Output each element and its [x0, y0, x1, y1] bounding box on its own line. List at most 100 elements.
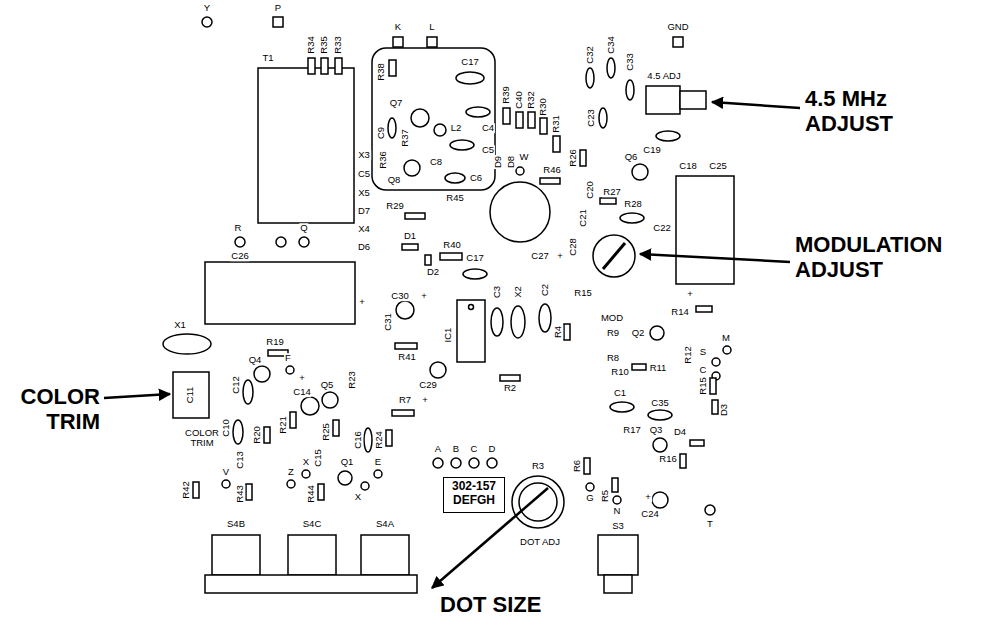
resistor-symbol	[389, 60, 396, 76]
transistor-symbol	[322, 392, 338, 408]
switch-body	[361, 535, 409, 575]
transistor-symbol	[650, 326, 664, 340]
part-label: C3	[492, 285, 502, 299]
resistor-symbol	[386, 430, 392, 446]
part-label: R36	[378, 150, 388, 169]
part-label: D8	[506, 155, 516, 169]
part-label: C4	[481, 123, 495, 133]
part-label: S4C	[302, 519, 322, 529]
test-pad	[586, 483, 594, 491]
part-label: Q	[299, 223, 308, 233]
resistor-symbol	[612, 478, 618, 492]
part-label: R5	[600, 489, 610, 503]
part-label: R27	[602, 187, 621, 197]
part-label: C19	[642, 145, 661, 155]
resistor-symbol	[710, 378, 716, 394]
part-label: C40	[514, 90, 524, 109]
capacitor-block	[205, 262, 355, 324]
part-label: R11	[649, 363, 668, 373]
part-label: Q8	[387, 175, 402, 185]
part-label: K	[394, 22, 402, 32]
part-label: C26	[230, 251, 249, 261]
part-label: R20	[252, 425, 262, 444]
part-label: R26	[568, 148, 578, 167]
callout-text: DOT SIZE	[440, 592, 580, 617]
shield-outline	[372, 48, 495, 190]
part-label: L	[428, 22, 435, 32]
part-label: R15	[573, 288, 592, 298]
part-label: D9	[493, 155, 503, 169]
transistor-symbol	[653, 438, 667, 452]
test-pad	[712, 358, 720, 366]
part-label: R46	[542, 165, 561, 175]
part-label: C21	[578, 208, 588, 227]
leader-arrow	[712, 102, 800, 108]
part-label: R16	[658, 454, 677, 464]
part-label: R30	[538, 97, 548, 116]
part-label: C	[699, 365, 708, 375]
part-label: C1	[613, 388, 627, 398]
capacitor-symbol	[648, 410, 672, 420]
part-number-text: 302-157	[450, 480, 498, 494]
callout-text: COLOR TRIM	[5, 384, 100, 435]
part-label: +	[420, 291, 428, 301]
test-pad	[393, 37, 403, 47]
part-label: X1	[173, 320, 187, 330]
switch-base	[205, 575, 417, 593]
test-pad	[276, 237, 286, 247]
part-label: Y	[203, 3, 211, 13]
diode-symbol	[712, 400, 718, 414]
capacitor-symbol	[430, 362, 446, 378]
test-pad	[673, 37, 683, 47]
test-pad	[361, 482, 369, 490]
part-label: C8	[429, 157, 443, 167]
part-label: C11	[185, 386, 195, 405]
part-label: C15	[313, 448, 323, 467]
part-label: R45	[445, 193, 464, 203]
capacitor-symbol	[463, 269, 487, 279]
resistor-symbol	[600, 198, 616, 204]
leader-arrow	[104, 394, 170, 398]
part-label: C2	[540, 283, 550, 297]
resistor-symbol	[503, 108, 510, 124]
part-number-box: 302-157DEFGH	[443, 477, 505, 513]
part-label: R25	[321, 422, 331, 441]
test-pad	[302, 470, 310, 478]
resistor-symbol	[632, 364, 646, 370]
part-label: R32	[526, 90, 536, 109]
part-label: X5	[357, 188, 371, 198]
transformer-outline	[258, 68, 354, 223]
test-pad	[613, 496, 621, 504]
part-label: R	[234, 223, 243, 233]
transistor-symbol	[411, 109, 429, 127]
part-label: S4A	[375, 519, 395, 529]
part-label: S	[699, 347, 707, 357]
capacitor-symbol	[539, 304, 551, 332]
part-label: D4	[673, 427, 687, 437]
part-label: R34	[306, 35, 316, 54]
capacitor-symbol	[450, 140, 474, 150]
resistor-symbol	[405, 213, 425, 219]
part-label: R19	[265, 337, 284, 347]
capacitor-symbol	[610, 402, 634, 412]
part-label: C27	[530, 251, 549, 261]
capacitor-symbol	[656, 131, 680, 141]
part-label: R10	[610, 367, 629, 377]
part-label: +	[358, 297, 366, 307]
capacitor-symbol	[652, 492, 668, 508]
part-label: Q4	[248, 355, 263, 365]
part-label: C24	[640, 509, 659, 519]
part-label: X3	[357, 150, 371, 160]
test-pad	[374, 470, 382, 478]
resistor-symbol	[335, 58, 342, 74]
capacitor-symbol	[607, 58, 615, 78]
part-label: R31	[551, 114, 561, 133]
part-label: +	[298, 373, 306, 383]
part-label: R38	[376, 62, 386, 81]
capacitor-symbol	[445, 173, 465, 183]
part-label: Q7	[389, 98, 404, 108]
potentiometer	[593, 235, 635, 277]
pot-slot	[603, 243, 625, 269]
part-label: C14	[292, 387, 311, 397]
capacitor-symbol	[364, 428, 372, 452]
